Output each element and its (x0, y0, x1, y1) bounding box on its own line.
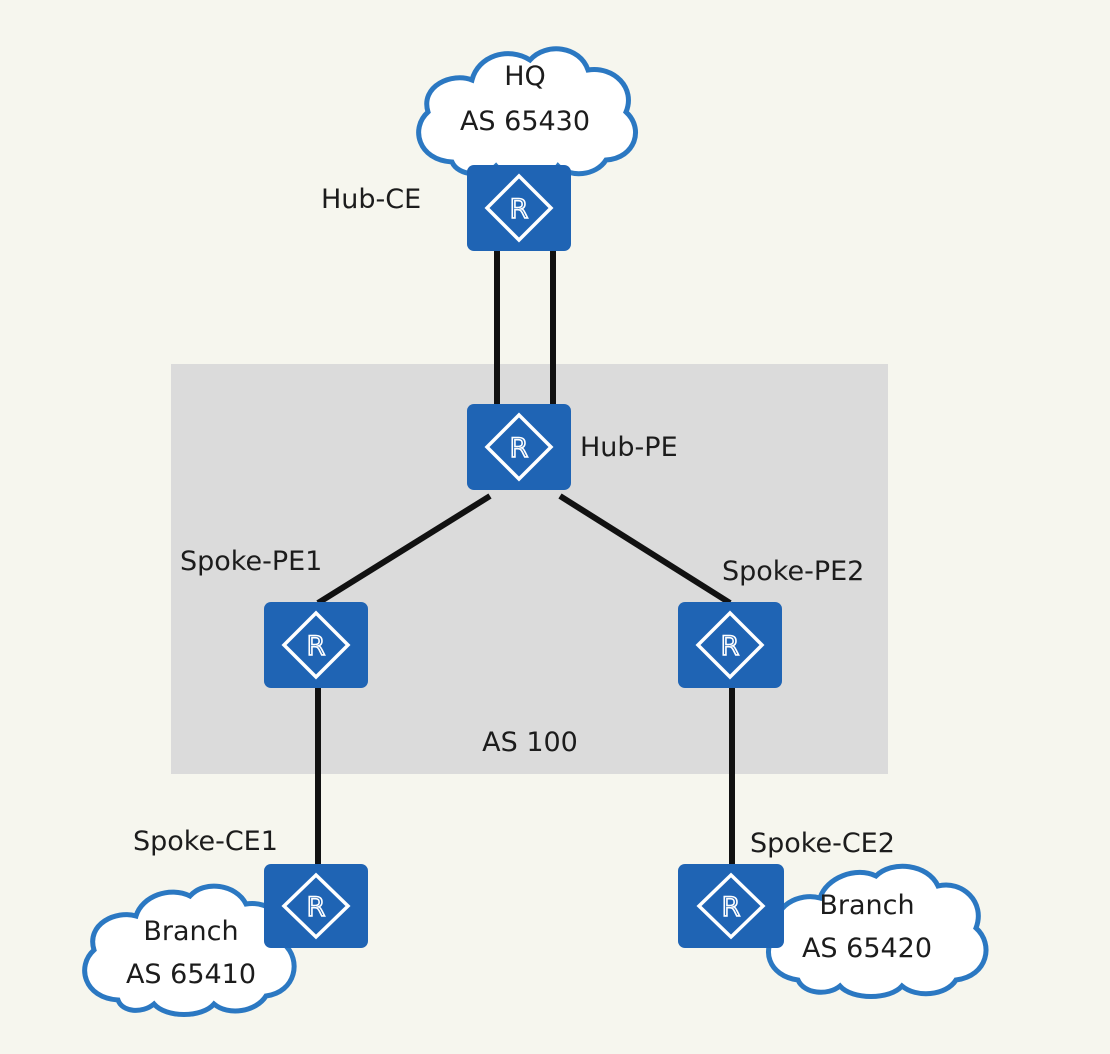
router-icon (678, 864, 784, 948)
router-symbol: R (307, 892, 326, 923)
link-hub-pe-spoke-pe1 (316, 493, 492, 606)
spoke-ce2-label: Spoke-CE2 (750, 828, 895, 859)
hq-cloud-line2: AS 65430 (460, 106, 590, 137)
router-symbol: R (510, 433, 529, 464)
router-diamond (281, 610, 351, 680)
cloud-icon (82, 883, 297, 1017)
router-diamond (695, 610, 765, 680)
router-icon (678, 602, 782, 688)
router-icon (264, 602, 368, 688)
hub-pe-label: Hub-PE (580, 432, 678, 463)
links (315, 250, 735, 866)
router-icon (467, 404, 571, 490)
spoke-pe1-label: Spoke-PE1 (180, 546, 322, 577)
router-icon (467, 165, 571, 251)
router-spoke-pe1: R (264, 602, 368, 688)
router-symbol: R (510, 194, 529, 225)
router-symbol: R (721, 631, 740, 662)
router-diamond (484, 173, 554, 243)
as-region-label: AS 100 (482, 727, 578, 758)
router-diamond (696, 872, 766, 940)
router-spoke-pe2: R (678, 602, 782, 688)
router-hub-pe: R (467, 404, 571, 490)
router-symbol: R (307, 631, 326, 662)
router-spoke-ce2: R (678, 864, 784, 948)
branch-cloud-2: Branch AS 65420 (766, 863, 989, 999)
branch1-cloud-line1: Branch (143, 916, 238, 947)
link-hub-pe-spoke-pe2 (558, 493, 732, 606)
hub-ce-label: Hub-CE (321, 184, 421, 215)
branch2-cloud-line1: Branch (819, 890, 914, 921)
router-diamond (281, 872, 351, 940)
branch-cloud-1: Branch AS 65410 (82, 883, 297, 1017)
hq-cloud-line1: HQ (504, 61, 546, 92)
cloud-icon (766, 863, 989, 999)
router-diamond (484, 412, 554, 482)
router-symbol: R (722, 892, 741, 923)
branch1-cloud-line2: AS 65410 (126, 959, 256, 990)
router-icon (264, 864, 368, 948)
hq-cloud: HQ AS 65430 (416, 46, 638, 179)
router-hub-ce: R (467, 165, 571, 251)
spoke-pe2-label: Spoke-PE2 (722, 556, 864, 587)
router-spoke-ce1: R (264, 864, 368, 948)
branch2-cloud-line2: AS 65420 (802, 933, 932, 964)
spoke-ce1-label: Spoke-CE1 (133, 826, 278, 857)
